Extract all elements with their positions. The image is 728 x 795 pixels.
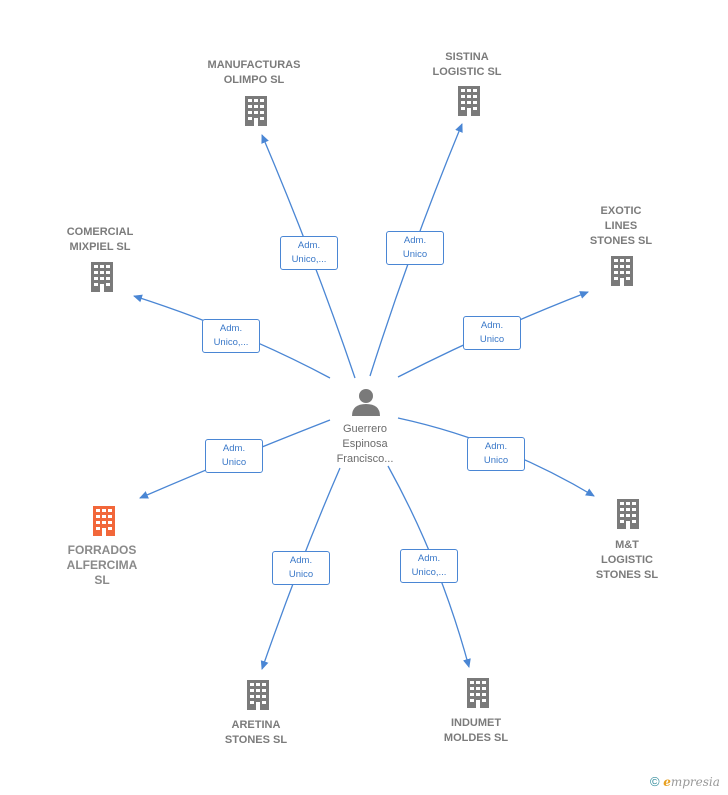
building-icon-highlight[interactable] [93,506,115,536]
company-label-manufacturas-olimpo[interactable]: MANUFACTURAS OLIMPO SL [207,59,301,86]
company-label-indumet-moldes[interactable]: INDUMET MOLDES SL [443,717,509,744]
building-icon[interactable] [458,86,480,116]
person-icon[interactable] [352,389,380,416]
company-label-exotic-lines-stones[interactable]: EXOTIC LINES STONES SL [589,205,653,247]
building-icon[interactable] [467,678,489,708]
empresia-logo[interactable]: empresia [663,775,720,789]
building-icon[interactable] [245,96,267,126]
company-label-sistina-logistic[interactable]: SISTINA LOGISTIC SL [432,51,502,78]
building-icon[interactable] [247,680,269,710]
relation-label-forrados-alfercima[interactable]: Adm. Unico [205,439,263,473]
building-icon[interactable] [91,262,113,292]
company-label-mt-logistic-stones[interactable]: M&T LOGISTIC STONES SL [595,539,659,581]
relation-label-exotic-lines-stones[interactable]: Adm. Unico [463,316,521,350]
footer-brand: © empresia [650,774,720,789]
copyright-icon: © [650,774,660,789]
relation-label-aretina-stones[interactable]: Adm. Unico [272,551,330,585]
building-icon[interactable] [617,499,639,529]
center-person-label[interactable]: Guerrero Espinosa Francisco... [336,423,394,465]
relation-label-comercial-mixpiel[interactable]: Adm. Unico,... [202,319,260,353]
relation-label-sistina-logistic[interactable]: Adm. Unico [386,231,444,265]
relation-label-mt-logistic-stones[interactable]: Adm. Unico [467,437,525,471]
relation-label-manufacturas-olimpo[interactable]: Adm. Unico,... [280,236,338,270]
company-label-aretina-stones[interactable]: ARETINA STONES SL [224,719,288,746]
relation-label-indumet-moldes[interactable]: Adm. Unico,... [400,549,458,583]
building-icon[interactable] [611,256,633,286]
company-label-comercial-mixpiel[interactable]: COMERCIAL MIXPIEL SL [66,226,134,253]
company-label-forrados-alfercima[interactable]: FORRADOS ALFERCIMA SL [66,543,138,587]
